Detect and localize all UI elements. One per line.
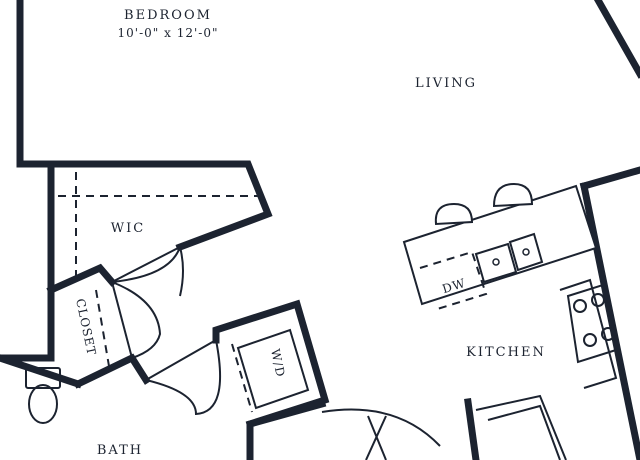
wd-dashed-line [231, 343, 253, 413]
doors [111, 243, 441, 460]
wic-left-wall [0, 160, 55, 362]
stool-2 [492, 182, 534, 208]
stool-1 [434, 202, 474, 226]
bath-label: BATH [97, 443, 143, 458]
kitchen-lower-counter [475, 394, 567, 460]
burner-2 [591, 293, 605, 307]
living-label: LIVING [415, 76, 477, 91]
wic-door-leaf [111, 246, 181, 283]
closet-door-leaf [111, 281, 133, 359]
sink-basin-right [508, 232, 544, 272]
kitchen-counters [402, 184, 618, 460]
toilet [25, 367, 61, 424]
faucet-right [522, 248, 530, 256]
appliance-lower [487, 404, 561, 460]
burner-1 [573, 299, 587, 313]
bedroom-dimensions: 10'-0" x 12'-0" [118, 26, 219, 40]
toilet-tank [25, 367, 61, 389]
bath-right-wall [245, 399, 327, 429]
bedroom-label: BEDROOM [124, 8, 212, 23]
closet-wall [46, 263, 117, 295]
burner-3 [583, 333, 597, 347]
bar-stools [434, 182, 534, 226]
closet-lower-wall [73, 353, 151, 389]
kitchen-label: KITCHEN [466, 345, 546, 360]
closet-door-swing [111, 281, 162, 359]
entry-door-swing [321, 408, 441, 447]
kitchen-side-counter [559, 278, 618, 389]
washer-dryer-unit [231, 328, 310, 413]
closet-label: CLOSET [73, 297, 99, 357]
bath-top-wall [0, 354, 83, 389]
bath-door-swing [145, 339, 222, 416]
burner-4 [601, 327, 615, 341]
right-exterior-wall [593, 0, 640, 79]
wic-shelving [58, 172, 258, 284]
wic-label: WIC [111, 221, 145, 236]
dw-label: DW [440, 276, 467, 296]
kitchen-bottom-wall [464, 398, 480, 460]
closet-rod [95, 289, 111, 373]
wd-box [236, 328, 310, 410]
bedroom-left-wall [16, 0, 273, 252]
wd-label: W/D [268, 348, 288, 379]
faucet-left [492, 258, 500, 266]
sink-basin-left [474, 242, 518, 284]
kitchen-right-wall [579, 166, 640, 191]
dw-dashed-outline [419, 250, 488, 311]
entry-door-leaf-b [365, 415, 387, 460]
wd-closet-wall [212, 299, 330, 460]
wic-door-swing [111, 243, 184, 297]
cooktop-frame [566, 282, 618, 364]
toilet-bowl [28, 384, 58, 424]
bath-door-leaf [145, 339, 217, 381]
